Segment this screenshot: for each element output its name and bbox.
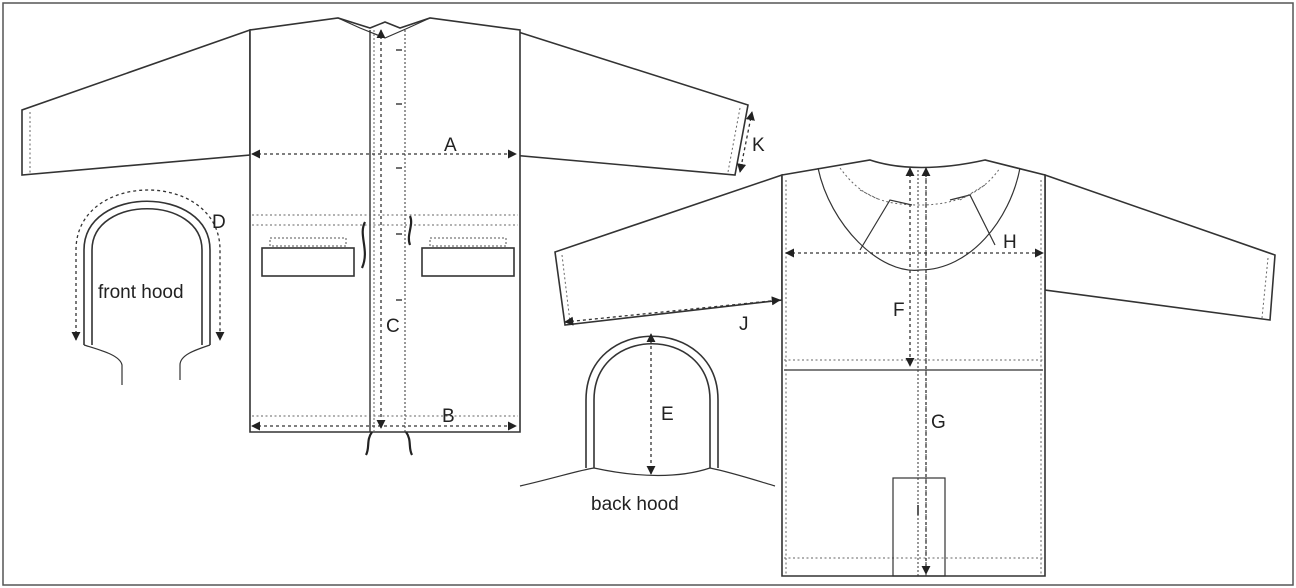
label-h: H [1003,232,1017,253]
caption-front-hood: front hood [98,282,184,303]
right-sleeve [511,28,749,176]
measure-line-k [737,111,755,173]
right-pocket [421,247,515,277]
label-e: E [661,404,674,425]
label-d: D [212,212,226,233]
front-right-sleeve [1044,173,1276,321]
left-sleeve [21,28,251,176]
back-hood-view [519,333,776,487]
jacket-back-body [249,17,521,433]
label-b: B [442,406,455,427]
caption-back-hood: back hood [591,494,679,515]
measure-line-d [71,189,225,341]
back-hood-outer [585,335,719,468]
jacket-front-view [554,159,1276,577]
label-k: K [752,135,765,156]
label-j: J [739,314,749,335]
front-left-sleeve [554,173,783,326]
label-c: C [386,316,400,337]
measure-line-j [564,296,781,326]
left-pocket [261,247,355,277]
label-g: G [931,412,946,433]
front-pocket [892,477,946,577]
front-hood-view [71,189,225,385]
jacket-back-view [21,17,755,456]
jacket-front-body [781,159,1046,577]
label-a: A [444,135,457,156]
label-f: F [893,300,905,321]
front-hood-outer [83,200,211,345]
